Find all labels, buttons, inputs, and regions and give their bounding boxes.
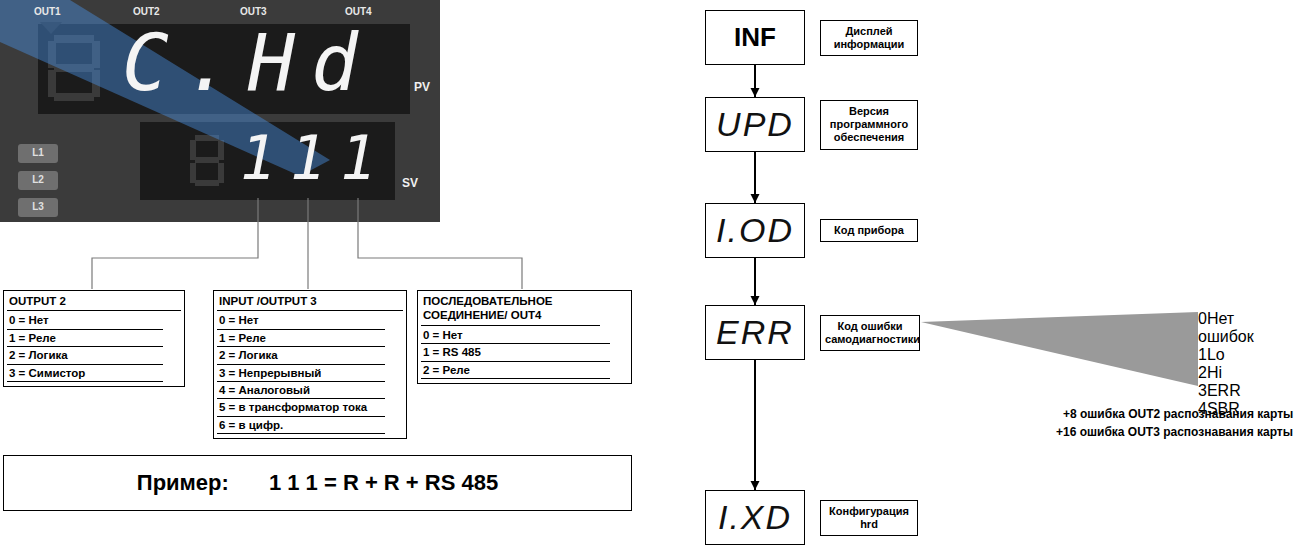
led-label: L2 [18, 174, 58, 185]
error-note: +16 ошибка OUT3 распознавания карты [1056, 425, 1293, 439]
description-box: Код ошибки самодиагностики [820, 315, 920, 351]
error-name: Hi [1207, 364, 1222, 381]
table-row: 0Нет ошибок [1198, 310, 1286, 346]
menu-box: UPD [705, 97, 805, 152]
table-row: 3ERR [1198, 382, 1286, 400]
table-row: 1 = Реле [217, 330, 385, 347]
table-row: 2Hi [1198, 364, 1286, 382]
table-heading: INPUT /OUTPUT 3 [217, 293, 403, 311]
example-text: 1 1 1 = R + R + RS 485 [269, 470, 498, 496]
flow-arrow [751, 65, 760, 97]
table-row: 4 = Аналоговый [217, 382, 385, 399]
example-text: Пример: [137, 470, 229, 496]
table-row: 5 = в трансформатор тока [217, 399, 385, 416]
menu-box: ERR [705, 305, 805, 360]
arrow-head [751, 88, 760, 97]
error-code: 1 [1198, 346, 1207, 363]
option-table: ПОСЛЕДОВАТЕЛЬНОЕ СОЕДИНЕНИЕ/ OUT40 = Нет… [417, 290, 632, 384]
flow-arrow [751, 258, 760, 305]
box-text: ERR [716, 313, 794, 352]
box-text: I.XD [718, 498, 792, 537]
table-row: 1 = Реле [7, 330, 163, 347]
output-label: OUT2 [133, 6, 160, 17]
sv-display-value: 111 [240, 128, 390, 188]
menu-box: I.XD [705, 490, 805, 545]
error-name: Нет ошибок [1198, 310, 1254, 345]
error-code-table: 0Нет ошибок1Lo2Hi3ERR4SBR [1198, 310, 1286, 418]
table-row: 0 = Нет [217, 312, 385, 329]
display-label: PV [414, 80, 430, 94]
flow-arrow [751, 152, 760, 203]
pv-display-value: C.Hd [122, 24, 374, 102]
menu-box: I.OD [705, 203, 805, 258]
box-text: Конфигурация hrd [829, 505, 909, 530]
arrow-head [751, 481, 760, 490]
box-text: Код прибора [834, 224, 904, 236]
table-row: 2 = Логика [217, 347, 385, 364]
error-code: 0 [1198, 310, 1207, 327]
connector-line [754, 360, 756, 490]
output-label: OUT3 [240, 6, 267, 17]
table-row: 6 = в цифр. [217, 417, 385, 434]
description-box: Версия программного обеспечения [820, 100, 918, 150]
description-box: Дисплей информации [820, 20, 918, 56]
led-label: L1 [18, 147, 58, 158]
box-text: Дисплей информации [834, 25, 905, 50]
arrow-head [751, 194, 760, 203]
box-text: Код ошибки самодиагностики [825, 320, 920, 345]
option-table: INPUT /OUTPUT 30 = Нет1 = Реле2 = Логика… [213, 290, 407, 439]
error-code: 3 [1198, 382, 1207, 399]
menu-box: INF [705, 10, 805, 65]
arrow-head [751, 296, 760, 305]
table-heading: OUTPUT 2 [7, 293, 181, 311]
description-box: Код прибора [820, 219, 918, 242]
table-heading: ПОСЛЕДОВАТЕЛЬНОЕ СОЕДИНЕНИЕ/ OUT4 [421, 293, 600, 326]
option-table: OUTPUT 20 = Нет1 = Реле2 = Логика3 = Сим… [3, 290, 185, 387]
table-row: 0 = Нет [421, 327, 610, 344]
box-text: I.OD [716, 211, 794, 250]
box-text: UPD [716, 105, 794, 144]
output-label: OUT1 [34, 6, 61, 17]
table-row: 1Lo [1198, 346, 1286, 364]
table-row: 2 = Логика [7, 347, 163, 364]
box-text: Версия программного обеспечения [830, 105, 908, 143]
box-text: INF [734, 22, 776, 53]
error-name: Lo [1207, 346, 1225, 363]
led-label: L3 [18, 201, 58, 212]
table-row: 0 = Нет [7, 312, 163, 329]
output-label: OUT4 [345, 6, 372, 17]
error-note: +8 ошибка OUT2 распознавания карты [1063, 407, 1293, 421]
example-box: Пример: 1 1 1 = R + R + RS 485 [3, 455, 632, 511]
table-row: 2 = Реле [421, 362, 610, 379]
table-row: 1 = RS 485 [421, 344, 610, 361]
error-code: 2 [1198, 364, 1207, 381]
table-row: 3 = Симистор [7, 365, 163, 382]
table-row: 3 = Непрерывный [217, 365, 385, 382]
flow-arrow [751, 360, 760, 490]
description-box: Конфигурация hrd [820, 500, 918, 536]
error-name: ERR [1207, 382, 1241, 399]
display-label: SV [402, 176, 418, 190]
